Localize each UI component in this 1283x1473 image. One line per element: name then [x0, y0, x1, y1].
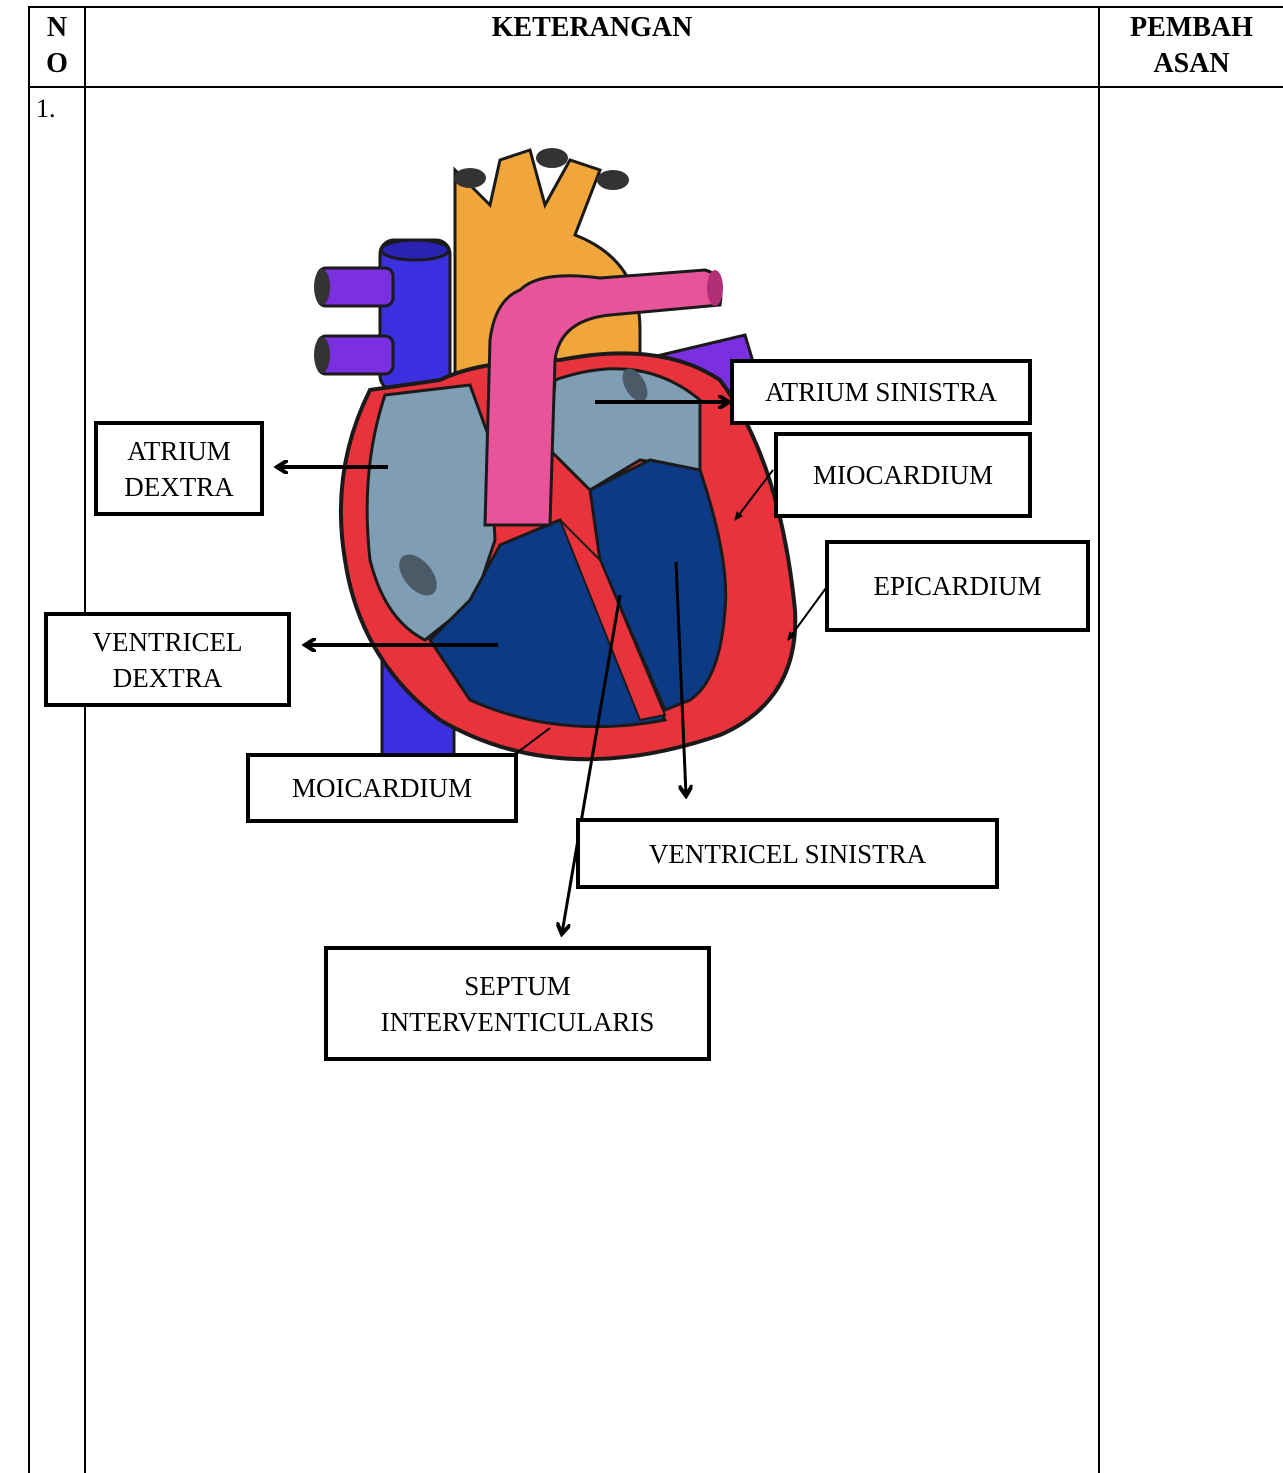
label-moicardium: MOICARDIUM: [246, 753, 518, 823]
label-ventricel-dextra: VENTRICEL DEXTRA: [44, 612, 291, 707]
label-atrium-dextra: ATRIUM DEXTRA: [94, 421, 264, 516]
label-septum-interventicularis: SEPTUM INTERVENTICULARIS: [324, 946, 711, 1061]
label-miocardium: MIOCARDIUM: [774, 432, 1032, 518]
label-atrium-sinistra: ATRIUM SINISTRA: [730, 359, 1032, 425]
label-ventricel-sinistra: VENTRICEL SINISTRA: [576, 818, 999, 889]
label-epicardium: EPICARDIUM: [825, 540, 1090, 632]
